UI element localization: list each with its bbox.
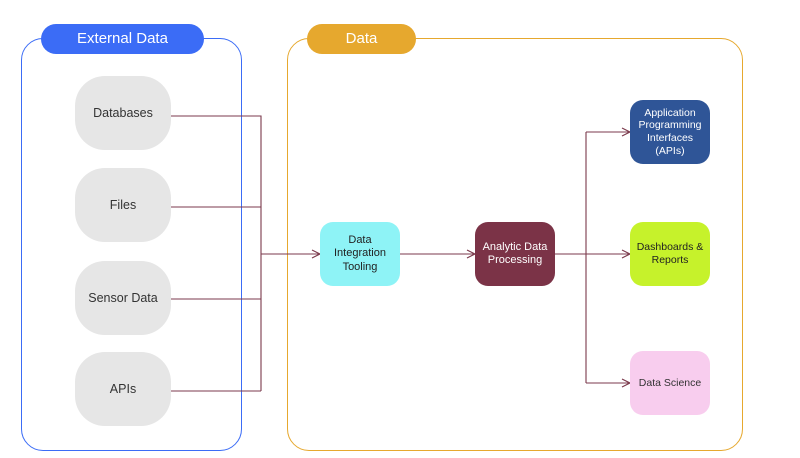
output-dashboards-reports: Dashboards & Reports [630,222,710,286]
data-integration-tooling: Data Integration Tooling [320,222,400,286]
source-files: Files [75,168,171,242]
source-sensor-data: Sensor Data [75,261,171,335]
output-apis: Application Programming Interfaces (APIs… [630,100,710,164]
connector-databases [171,115,262,391]
data-platform-title: Data Platform [307,24,416,77]
data-platform-panel [287,38,743,451]
source-databases: Databases [75,76,171,150]
external-sources-title: External Data Sources [41,24,204,77]
analytic-data-processing: Analytic Data Processing [475,222,555,286]
output-data-science: Data Science [630,351,710,415]
source-apis: APIs [75,352,171,426]
